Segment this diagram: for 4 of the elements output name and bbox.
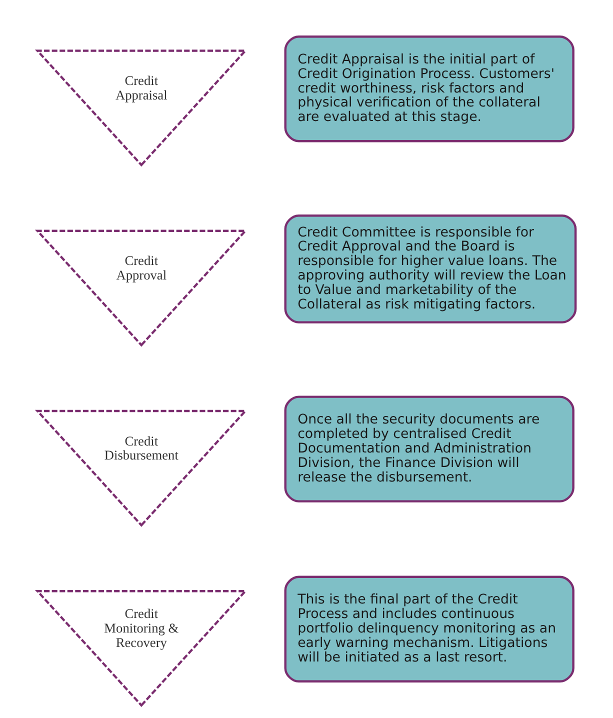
node-box: Credit Committee is responsible for Credit Approval and the Board is responsible for higher value loans. The approving authority will review the Loan to Value and marketability of the Collateral as risk mitigating factors.: [284, 214, 577, 324]
node-box: This is the final part of the Credit Process and includes continuous portfolio delinquency monitoring as an early warning mechanism. Litigations will be initiated as a last resort.: [284, 576, 574, 683]
node-box: Credit Appraisal is the initial part of Credit Origination Process. Customers' credit worthiness, risk factors and physical verification of the collateral are evaluated at this stage.: [284, 35, 574, 142]
node-box: Once all the security documents are completed by centralised Credit Documentation and Administration Division, the Finance Division will release the disbursement.: [284, 396, 574, 502]
